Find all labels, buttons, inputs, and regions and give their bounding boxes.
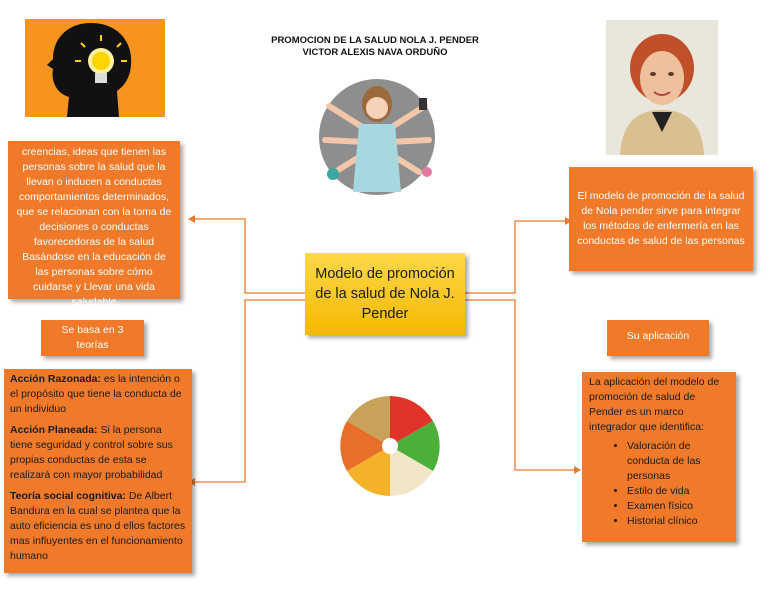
theories-label-text: Se basa en 3 teorías [61,324,124,351]
list-item: Estilo de vida [627,484,729,499]
page-title: PROMOCION DE LA SALUD NOLA J. PENDER VIC… [250,35,500,59]
theory-text: De Albert Bandura en la cual se plantea … [10,490,186,562]
list-item: Examen físico [627,499,729,514]
application-box: La aplicación del modelo de promoción de… [582,372,736,542]
application-list: Valoración de conducta de las personas E… [589,439,729,529]
portrait-photo [606,20,718,155]
theories-label: Se basa en 3 teorías [41,320,144,356]
title-line-1: PROMOCION DE LA SALUD NOLA J. PENDER [271,35,479,46]
theories-box: Acción Razonada: es la intención o el pr… [4,369,192,573]
theory-text: Si la persona tiene seguridad y control … [10,424,173,481]
head-lightbulb-icon [25,19,165,117]
central-topic-text: Modelo de promoción de la salud de Nola … [315,266,455,322]
application-label-text: Su aplicación [626,330,690,342]
theory-title: Acción Razonada: [10,373,102,385]
theory-item: Teoría social cognitiva: De Albert Bandu… [10,489,186,564]
theory-title: Teoría social cognitiva: [10,490,126,502]
title-line-2: VICTOR ALEXIS NAVA ORDUÑO [302,47,448,58]
theory-title: Acción Planeada: [10,424,98,436]
purpose-text: El modelo de promoción de la salud de No… [577,190,745,247]
beliefs-text: creencias, ideas que tienen las personas… [16,146,172,308]
beliefs-box: creencias, ideas que tienen las personas… [8,141,180,308]
food-wheel-illustration [337,393,443,499]
purpose-box: El modelo de promoción de la salud de No… [569,167,753,271]
application-label: Su aplicación [607,320,709,356]
central-topic: Modelo de promoción de la salud de Nola … [305,253,465,335]
theory-text: es la intención o el propósito que tiene… [10,373,182,415]
theory-item: Acción Planeada: Si la persona tiene seg… [10,423,186,483]
application-intro: La aplicación del modelo de promoción de… [589,376,720,433]
list-item: Historial clínico [627,514,729,529]
nurse-illustration [307,72,447,197]
theory-item: Acción Razonada: es la intención o el pr… [10,372,186,417]
list-item: Valoración de conducta de las personas [627,439,729,484]
